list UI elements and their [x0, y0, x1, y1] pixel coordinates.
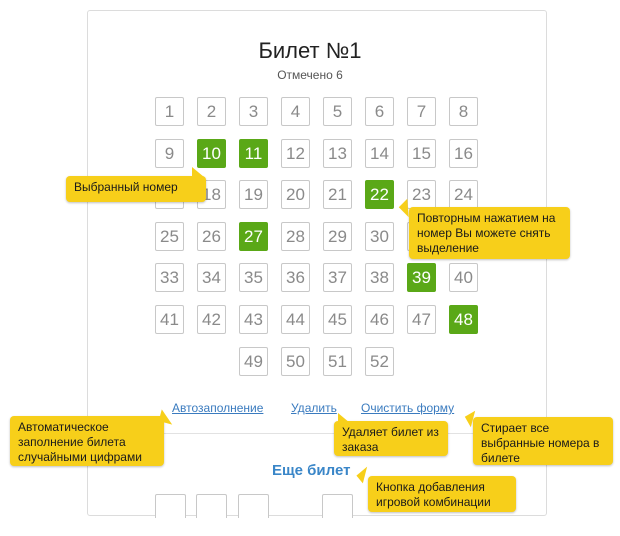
number-cell[interactable]: 45 [323, 305, 352, 334]
number-cell[interactable]: 14 [365, 139, 394, 168]
number-cell[interactable]: 36 [281, 263, 310, 292]
number-cell[interactable]: 15 [407, 139, 436, 168]
tooltip-text: Автоматическое заполнение билета случайн… [18, 420, 142, 464]
number-cell[interactable]: 48 [449, 305, 478, 334]
number-cell[interactable]: 35 [239, 263, 268, 292]
number-cell[interactable]: 11 [239, 139, 268, 168]
tooltip-delete: Удаляет билет из заказа [334, 413, 448, 456]
tooltip-arrow [338, 413, 350, 423]
number-cell[interactable]: 44 [281, 305, 310, 334]
number-cell[interactable]: 41 [155, 305, 184, 334]
next-ticket-cell [322, 494, 353, 518]
number-cell[interactable]: 16 [449, 139, 478, 168]
number-cell[interactable]: 7 [407, 97, 436, 126]
marked-count: Отмечено 6 [277, 68, 343, 82]
number-cell[interactable]: 28 [281, 222, 310, 251]
tooltip-autofill: Автоматическое заполнение билета случайн… [10, 409, 176, 466]
number-cell[interactable]: 23 [407, 180, 436, 209]
tooltip-selected-number: Выбранный номер [66, 167, 206, 202]
number-cell[interactable]: 52 [365, 347, 394, 376]
tooltip-text: Повторным нажатием на номер Вы можете сн… [417, 211, 556, 255]
tooltip-clear: Стирает все выбранные номера в билете [464, 410, 613, 465]
next-ticket-cell [238, 494, 269, 518]
tooltip-text: Кнопка добавления игровой комбинации [376, 480, 491, 509]
number-cell[interactable]: 5 [323, 97, 352, 126]
tooltip-arrow [192, 167, 204, 177]
number-cell[interactable]: 9 [155, 139, 184, 168]
number-cell[interactable]: 27 [239, 222, 268, 251]
tooltip-text: Выбранный номер [74, 180, 178, 194]
number-cell[interactable]: 30 [365, 222, 394, 251]
tooltip-arrow [158, 409, 176, 425]
delete-link[interactable]: Удалить [291, 401, 337, 415]
number-cell[interactable]: 3 [239, 97, 268, 126]
number-cell[interactable]: 37 [323, 263, 352, 292]
number-cell[interactable]: 50 [281, 347, 310, 376]
tooltip-text: Удаляет билет из заказа [342, 425, 439, 454]
number-cell[interactable]: 29 [323, 222, 352, 251]
number-cell[interactable]: 13 [323, 139, 352, 168]
tooltip-add-ticket: Кнопка добавления игровой комбинации [356, 466, 516, 512]
number-cell[interactable]: 46 [365, 305, 394, 334]
section-divider [87, 433, 547, 434]
ticket-title: Билет №1 [258, 38, 362, 63]
number-cell[interactable]: 24 [449, 180, 478, 209]
tooltip-deselect: Повторным нажатием на номер Вы можете сн… [398, 198, 570, 259]
number-cell[interactable]: 42 [197, 305, 226, 334]
number-cell[interactable]: 21 [323, 180, 352, 209]
number-cell[interactable]: 8 [449, 97, 478, 126]
number-cell[interactable]: 40 [449, 263, 478, 292]
number-cell[interactable]: 39 [407, 263, 436, 292]
number-cell[interactable]: 33 [155, 263, 184, 292]
add-ticket-button[interactable]: Еще билет [272, 462, 351, 479]
number-cell[interactable]: 12 [281, 139, 310, 168]
number-cell[interactable]: 1 [155, 97, 184, 126]
next-ticket-cell [196, 494, 227, 518]
number-cell[interactable]: 25 [155, 222, 184, 251]
number-cell[interactable]: 49 [239, 347, 268, 376]
tooltip-text: Стирает все выбранные номера в билете [481, 421, 600, 465]
number-cell[interactable]: 2 [197, 97, 226, 126]
clear-form-link[interactable]: Очистить форму [361, 401, 455, 415]
number-cell[interactable]: 10 [197, 139, 226, 168]
number-cell[interactable]: 38 [365, 263, 394, 292]
number-cell[interactable]: 47 [407, 305, 436, 334]
autofill-link[interactable]: Автозаполнение [172, 401, 264, 415]
number-cell[interactable]: 22 [365, 180, 394, 209]
next-ticket-cell [155, 494, 186, 518]
number-cell[interactable]: 34 [197, 263, 226, 292]
number-cell[interactable]: 51 [323, 347, 352, 376]
number-cell[interactable]: 20 [281, 180, 310, 209]
number-cell[interactable]: 6 [365, 97, 394, 126]
number-cell[interactable]: 26 [197, 222, 226, 251]
number-cell[interactable]: 43 [239, 305, 268, 334]
number-cell[interactable]: 19 [239, 180, 268, 209]
number-cell[interactable]: 4 [281, 97, 310, 126]
